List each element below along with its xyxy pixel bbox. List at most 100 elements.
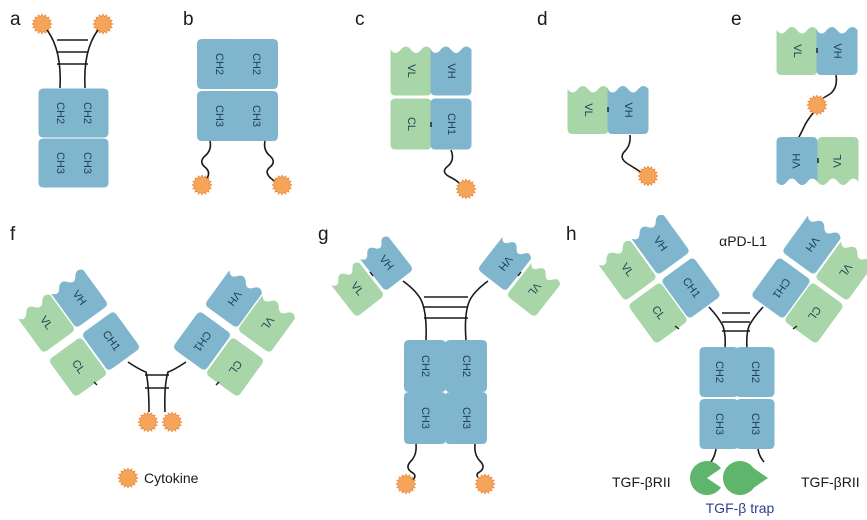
cytokine-icon	[806, 94, 828, 116]
ch1-domain: CH1	[174, 312, 230, 370]
cytokine-shape	[271, 174, 293, 196]
hinge-strand-right	[83, 29, 99, 89]
linker-line	[621, 134, 644, 175]
vh-domain: VH	[607, 86, 649, 134]
ch3-domain-label: CH3	[213, 105, 225, 127]
vl-domain: VL	[567, 86, 609, 134]
ch2-domain: CH2	[65, 88, 109, 138]
cl-domain: CL	[50, 338, 106, 396]
linker-line	[443, 149, 463, 188]
cytokine-shape	[455, 178, 477, 200]
vh-domain-shape	[776, 137, 818, 185]
tgf-bri-left-label: TGF-βRII	[612, 474, 671, 490]
apdl1-label: αPD-L1	[719, 233, 767, 249]
ch3-domain-shape	[65, 138, 109, 188]
ch2-domain: CH2	[445, 340, 487, 392]
ch2-domain: CH2	[197, 39, 241, 89]
panel-letter: c	[355, 9, 365, 30]
ch2-domain-label: CH2	[54, 102, 66, 124]
vl-domain-shape	[18, 294, 74, 352]
vh-domain-label: VH	[622, 102, 634, 117]
cytokine-icon	[271, 174, 293, 196]
vh-domain-shape	[479, 236, 531, 290]
ch3-domain-shape	[445, 392, 487, 444]
cytokine-icon	[92, 13, 114, 35]
ch3-domain-label: CH3	[250, 105, 262, 127]
cl-domain-shape	[207, 338, 263, 396]
ch2-domain-shape	[404, 340, 446, 392]
linker-line	[407, 443, 417, 483]
ch3-domain-shape	[197, 91, 241, 141]
panel-letter: d	[537, 9, 548, 30]
vh-domain-shape	[607, 86, 649, 134]
ch1-domain-shape	[662, 258, 720, 318]
hinge-strand-right	[164, 361, 187, 413]
linker-line	[200, 140, 212, 183]
vh-domain: VH	[776, 137, 818, 185]
vh-domain: VH	[51, 269, 107, 327]
disulfide-bond	[792, 325, 798, 330]
hinge-strand-right	[464, 280, 489, 341]
ch3-domain: CH3	[699, 399, 739, 449]
vh-domain: VH	[430, 46, 472, 96]
vh-domain-label: VH	[831, 43, 843, 58]
linker-line	[757, 448, 765, 463]
cytokine-icon	[474, 473, 496, 495]
ch1-domain-shape	[752, 258, 810, 318]
ch1-domain-shape	[430, 98, 472, 150]
vh-domain-label: VH	[445, 63, 457, 78]
ch3-domain: CH3	[65, 138, 109, 188]
cytokine-icon	[191, 174, 213, 196]
vh-domain-shape	[631, 214, 689, 274]
ch3-domain-label: CH3	[460, 407, 472, 429]
ch3-domain: CH3	[735, 399, 775, 449]
ch1-domain-shape	[83, 312, 139, 370]
vh-domain: VH	[631, 214, 689, 274]
connector-line	[517, 271, 522, 277]
ch2-domain-shape	[445, 340, 487, 392]
vl-domain-label: VL	[832, 154, 844, 167]
vl-domain-shape	[816, 241, 867, 300]
ch3-domain-shape	[735, 399, 775, 449]
ch3-domain: CH3	[445, 392, 487, 444]
cl-domain-shape	[785, 283, 843, 343]
vl-domain-shape	[817, 137, 859, 185]
vh-domain-shape	[206, 270, 262, 327]
ch1-domain: CH1	[83, 312, 139, 370]
hinge-strand-left	[46, 29, 62, 89]
tgf-trap-receptor-left	[690, 461, 722, 495]
vh-domain: VH	[360, 236, 412, 290]
vl-domain: VL	[331, 262, 383, 316]
cytokine-icon	[637, 165, 659, 187]
cl-domain-shape	[629, 283, 687, 343]
cl-domain-label: CL	[405, 117, 417, 131]
cytokine-shape	[806, 94, 828, 116]
vl-domain-shape	[508, 262, 560, 316]
panel-letter: a	[10, 9, 21, 30]
cl-domain: CL	[207, 338, 263, 396]
ch2-domain-shape	[65, 88, 109, 138]
tgf-trap-label: TGF-β trap	[706, 500, 775, 516]
panel-letter: g	[318, 224, 329, 245]
ch2-domain-label: CH2	[213, 53, 225, 75]
cytokine-shape	[92, 13, 114, 35]
vl-domain-label: VL	[791, 44, 803, 57]
vl-domain: VL	[776, 27, 818, 75]
panel-letter: h	[566, 224, 577, 245]
vl-domain: VL	[239, 295, 295, 352]
ch1-domain: CH1	[752, 258, 810, 318]
ch2-domain: CH2	[699, 347, 739, 397]
ch2-domain: CH2	[404, 340, 446, 392]
vh-domain-shape	[783, 215, 841, 274]
ch2-domain-shape	[735, 347, 775, 397]
vl-domain: VL	[508, 262, 560, 316]
ch2-domain-label: CH2	[460, 355, 472, 377]
trap-shape	[722, 461, 768, 495]
vh-domain-label: VH	[791, 153, 803, 168]
ch2-domain-label: CH2	[419, 355, 431, 377]
disulfide-bond	[674, 325, 680, 330]
cl-domain-shape	[390, 98, 432, 150]
cytokine-icon	[161, 411, 183, 433]
vl-domain-shape	[331, 262, 383, 316]
ch3-domain: CH3	[234, 91, 278, 141]
